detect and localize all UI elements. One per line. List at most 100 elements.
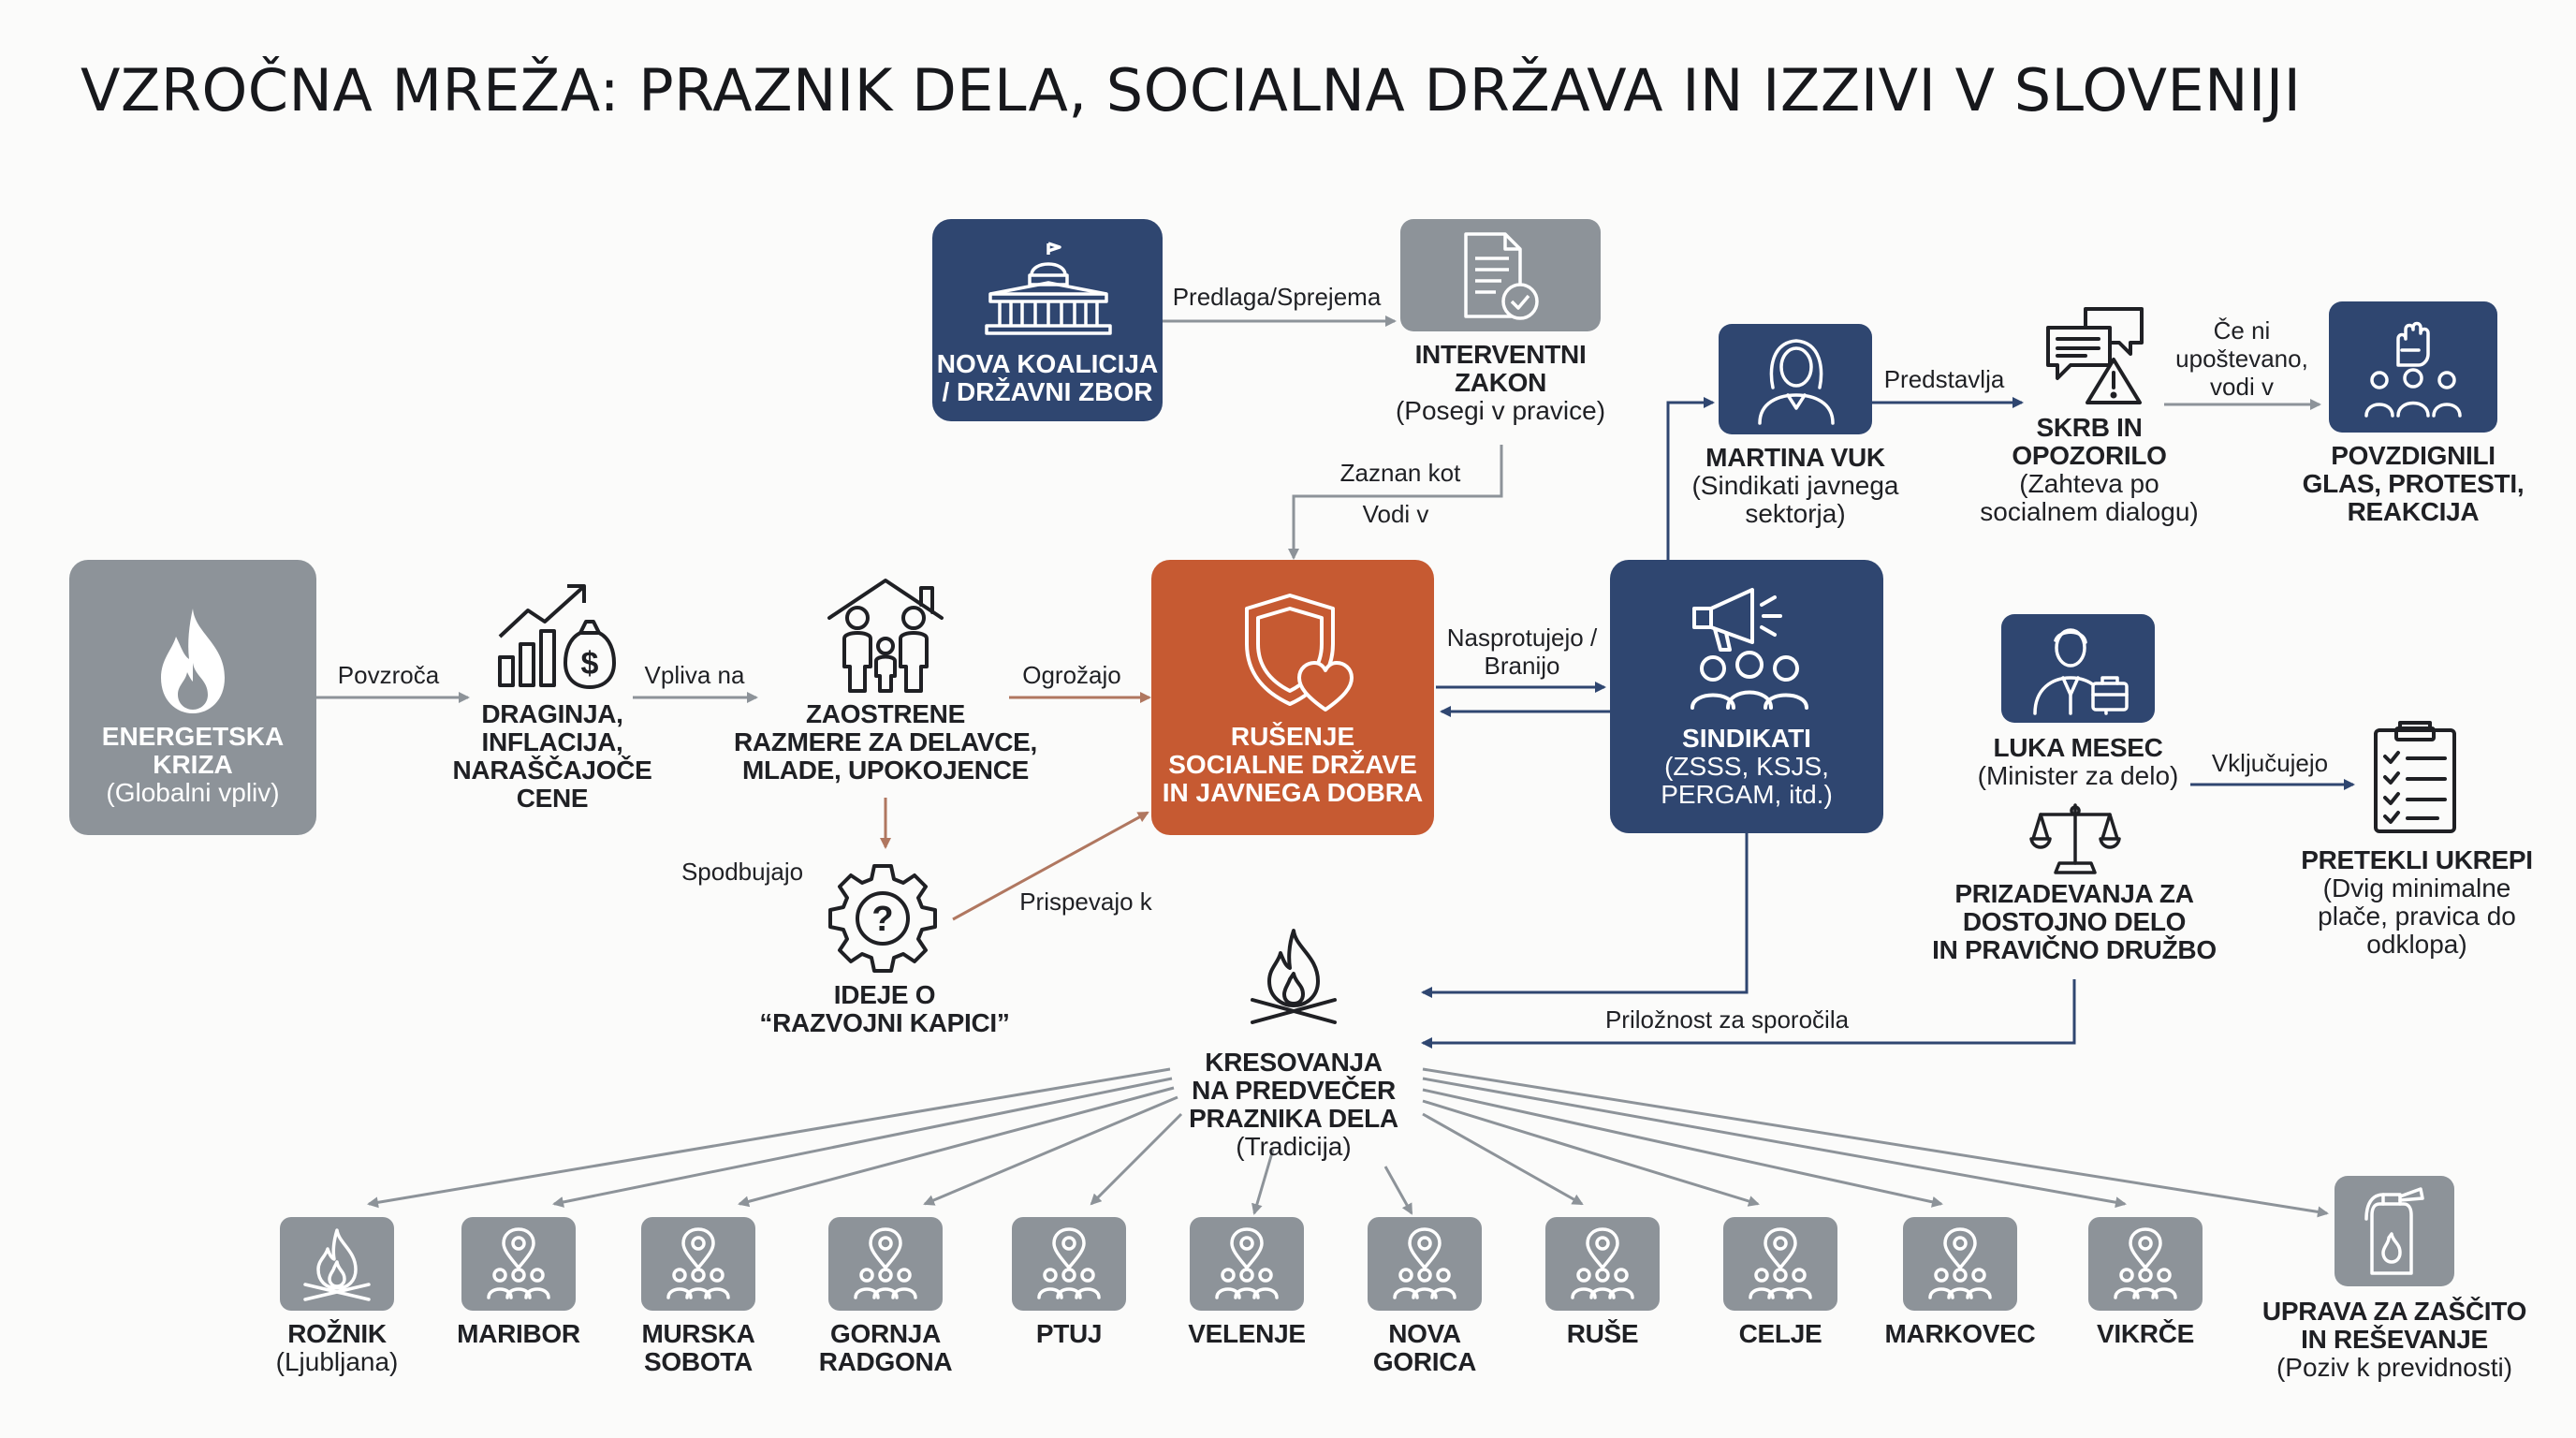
edge-unions-bonfires xyxy=(1421,833,1749,998)
location-name-line: GORICA xyxy=(1372,1347,1477,1376)
edge-fan-civil xyxy=(1422,1067,2329,1218)
bonfires-line-3: PRAZNIKA DELA xyxy=(1189,1104,1398,1133)
edge-label-vkljucujejo: Vključujejo xyxy=(2211,749,2329,777)
document-check-icon xyxy=(1464,232,1539,320)
law-line-1: INTERVENTNI xyxy=(1414,340,1587,369)
edge-label-prispevajo-k: Prispevajo k xyxy=(1019,888,1152,916)
location-tile-ptuj xyxy=(1012,1217,1126,1311)
concern-sub-2: socialnem dialogu) xyxy=(1980,497,2199,526)
location-label-ptuj: PTUJ xyxy=(966,1320,1172,1348)
location-name-line: ROŽNIK xyxy=(287,1319,387,1348)
location-people-icon xyxy=(487,1227,550,1299)
ce-ni-line-3: vodi v xyxy=(2210,373,2274,401)
node-ideas: IDEJE O “RAZVOJNI KAPICI” xyxy=(730,981,1039,1037)
clipboard-list-icon xyxy=(2374,721,2456,833)
edge-label-predlaga: Predlaga/Sprejema xyxy=(1172,283,1382,311)
ce-ni-line-1: Če ni xyxy=(2213,316,2271,345)
inflation-line-2: INFLACIJA, xyxy=(481,727,623,756)
node-civil: UPRAVA ZA ZAŠČITO IN REŠEVANJE (Poziv k … xyxy=(2245,1298,2544,1382)
nasprotujejo-line-2: Branijo xyxy=(1484,652,1560,680)
bonfires-line-1: KRESOVANJA xyxy=(1205,1048,1383,1077)
edge-fan-maribor xyxy=(552,1077,1173,1208)
unions-line-1: SINDIKATI xyxy=(1682,724,1811,753)
bonfires-sub: (Tradicija) xyxy=(1236,1132,1352,1161)
measures-sub-1: (Dvig minimalne xyxy=(2322,873,2511,902)
justice-line-1: PRIZADEVANJA ZA xyxy=(1954,879,2194,908)
location-sub: (Ljubljana) xyxy=(275,1347,399,1376)
mesec-sub-1: (Minister za delo) xyxy=(1977,761,2179,790)
location-tile-gornja-radgona xyxy=(828,1217,943,1311)
conditions-line-2: RAZMERE ZA DELAVCE, xyxy=(733,727,1038,756)
location-label-maribor: MARIBOR xyxy=(416,1320,622,1348)
edge-label-povzroca: Povzroča xyxy=(337,661,440,689)
location-people-icon xyxy=(854,1227,917,1299)
location-name-line: RUŠE xyxy=(1566,1319,1639,1348)
concern-line-2: OPOZORILO xyxy=(2012,441,2167,470)
coalition-line-2: / DRŽAVNI ZBOR xyxy=(942,377,1153,406)
edge-fan-nova xyxy=(1383,1166,1413,1215)
edge-fan-celje xyxy=(1422,1099,1760,1207)
inflation-line-1: DRAGINJA, xyxy=(481,699,623,728)
nasprotujejo-line-1: Nasprotujejo / xyxy=(1446,624,1598,652)
location-tile-rožnik xyxy=(280,1217,394,1311)
gear-question-icon: ? xyxy=(828,864,937,973)
inflation-line-3: NARAŠČAJOČE xyxy=(452,756,652,785)
edge-label-ogrozajo: Ogrožajo xyxy=(1022,661,1121,689)
woman-avatar-icon xyxy=(1758,339,1835,425)
law-line-2: ZAKON xyxy=(1454,368,1547,397)
ideas-line-2: “RAZVOJNI KAPICI” xyxy=(759,1008,1010,1037)
node-unions: SINDIKATI (ZSSS, KSJS, PERGAM, itd.) xyxy=(1610,560,1883,833)
location-label-ruše: RUŠE xyxy=(1500,1320,1705,1348)
edge-label-nasprotujejo: Nasprotujejo / Branijo xyxy=(1438,624,1606,680)
edge-label-zaznan-kot: Zaznan kot xyxy=(1339,459,1461,487)
energy-line-2: KRIZA xyxy=(153,750,233,779)
location-name-line: CELJE xyxy=(1738,1319,1822,1348)
node-civil-box xyxy=(2334,1176,2454,1286)
campfire-icon xyxy=(1251,929,1337,1024)
location-name-line: MURSKA xyxy=(641,1319,755,1348)
node-protests-box xyxy=(2329,301,2497,433)
location-label-vikrče: VIKRČE xyxy=(2042,1320,2248,1348)
edge-label-spodbujajo: Spodbujajo xyxy=(681,858,804,886)
node-protests: POVZDIGNILI GLAS, PROTESTI, REAKCIJA xyxy=(2290,442,2537,526)
node-measures: PRETEKLI UKREPI (Dvig minimalne plače, p… xyxy=(2286,846,2548,959)
bonfires-line-2: NA PREDVEČER xyxy=(1192,1076,1396,1105)
measures-line-1: PRETEKLI UKREPI xyxy=(2301,845,2533,874)
location-people-icon xyxy=(1749,1227,1812,1299)
location-name-line: VELENJE xyxy=(1188,1319,1306,1348)
shield-heart-icon xyxy=(1245,594,1354,712)
inflation-line-4: CENE xyxy=(516,784,589,813)
edge-fan-murska xyxy=(738,1086,1175,1208)
parliament-icon xyxy=(985,242,1112,335)
node-inflation: DRAGINJA, INFLACIJA, NARAŠČAJOČE CENE xyxy=(440,700,665,813)
location-name-line: SOBOTA xyxy=(644,1347,753,1376)
unions-sub-1: (ZSSS, KSJS, xyxy=(1664,752,1829,781)
minister-briefcase-icon xyxy=(2033,628,2129,715)
protests-line-1: POVZDIGNILI xyxy=(2331,441,2496,470)
protests-line-2: GLAS, PROTESTI, xyxy=(2302,469,2525,498)
scales-icon xyxy=(2029,803,2121,874)
edge-fan-ruse xyxy=(1422,1112,1584,1206)
svg-text:$: $ xyxy=(581,646,599,682)
edge-label-ce-ni: Če ni upoštevano, vodi v xyxy=(2162,316,2321,401)
megaphone-group-icon xyxy=(1690,588,1808,710)
civil-line-1: UPRAVA ZA ZAŠČITO xyxy=(2261,1297,2527,1326)
edge-label-vpliva-na: Vpliva na xyxy=(644,661,745,689)
location-tile-ruše xyxy=(1545,1217,1660,1311)
measures-sub-3: odklopa) xyxy=(2366,930,2467,959)
edge-fan-markovec xyxy=(1422,1088,1943,1208)
edge-label-predstavlja: Predstavlja xyxy=(1883,365,2005,393)
location-label-velenje: VELENJE xyxy=(1144,1320,1350,1348)
ideas-line-1: IDEJE O xyxy=(833,980,936,1009)
location-tile-maribor xyxy=(461,1217,576,1311)
location-tile-velenje xyxy=(1190,1217,1304,1311)
chat-warning-icon xyxy=(2046,307,2144,404)
svg-text:?: ? xyxy=(871,900,893,939)
conditions-line-1: ZAOSTRENE xyxy=(806,699,965,728)
node-bonfires: KRESOVANJA NA PREDVEČER PRAZNIKA DELA (T… xyxy=(1161,1049,1427,1161)
page-title: VZROČNA MREŽA: PRAZNIK DELA, SOCIALNA DR… xyxy=(80,56,2302,125)
location-name-line: GORNJA xyxy=(830,1319,941,1348)
location-tile-vikrče xyxy=(2088,1217,2203,1311)
